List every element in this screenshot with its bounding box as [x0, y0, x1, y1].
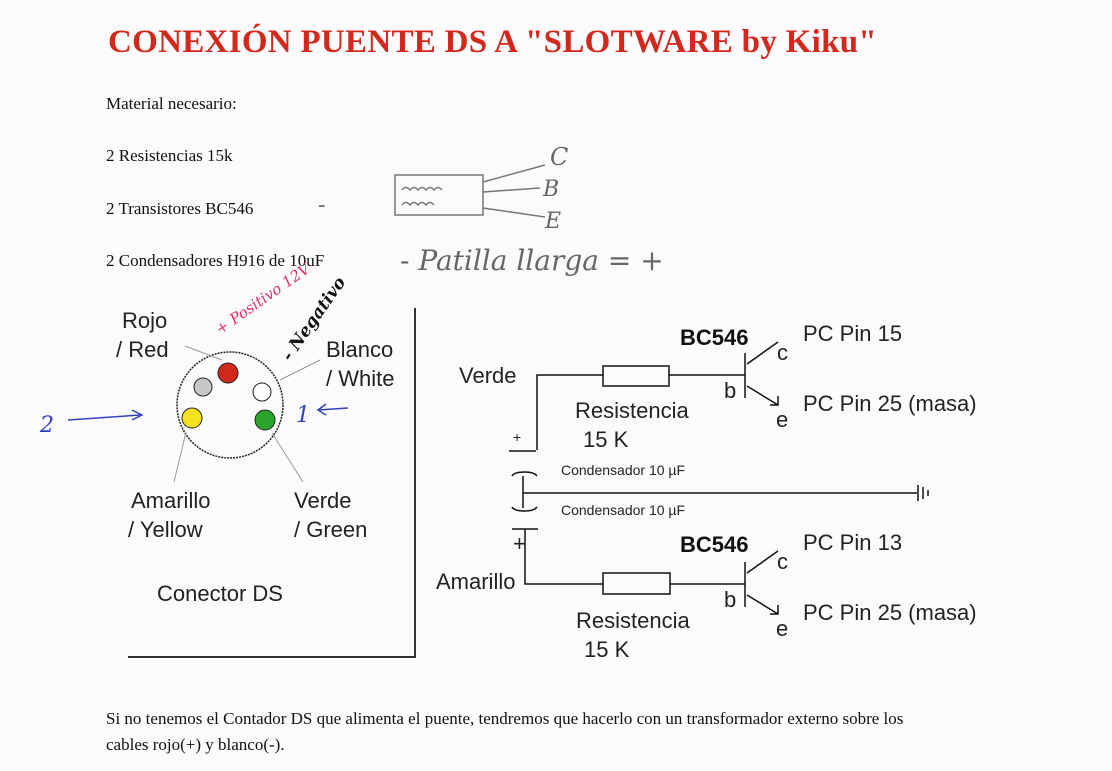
handwritten-b: B: [542, 177, 559, 202]
handwritten-dash: -: [318, 193, 325, 218]
circuit-wires: [509, 341, 929, 615]
arrow-2-icon: [67, 409, 144, 421]
footer-line: Si no tenemos el Contador DS que aliment…: [106, 709, 904, 728]
label-white-en: / White: [326, 366, 394, 391]
input-verde: Verde: [459, 363, 517, 388]
cap-bottom-plus: +: [513, 531, 526, 556]
base-b: b: [724, 378, 736, 403]
emitter-pin-top: PC Pin 25 (masa): [803, 391, 977, 416]
label-red: Rojo: [122, 308, 167, 333]
label-yellow: Amarillo: [131, 488, 210, 513]
pin-white: [252, 382, 272, 402]
connector-outline: [176, 351, 284, 459]
arrow-1-icon: [316, 403, 349, 416]
resistor-bottom-value: 15 K: [584, 637, 630, 662]
input-amarillo: Amarillo: [436, 569, 515, 594]
materials-heading: Material necesario:: [106, 94, 237, 113]
material-item: 2 Condensadores H916 de 10uF: [106, 251, 325, 270]
pin-grey: [193, 377, 213, 397]
transistor-sketch: [394, 164, 546, 218]
pin-red: [217, 362, 239, 384]
pin-green: [254, 409, 276, 431]
resistor-top-label: Resistencia: [575, 398, 689, 423]
label-yellow-en: / Yellow: [128, 517, 203, 542]
collector-pin-bottom: PC Pin 13: [803, 530, 902, 555]
resistor-bottom-label: Resistencia: [576, 608, 690, 633]
emitter-e: e: [776, 616, 788, 641]
transistor-bottom-label: BC546: [680, 532, 748, 557]
handwritten-1: 1: [296, 403, 310, 428]
label-green-en: / Green: [294, 517, 367, 542]
page-title: CONEXIÓN PUENTE DS A "SLOTWARE by Kiku": [108, 24, 878, 60]
material-item: 2 Transistores BC546: [106, 199, 254, 218]
pin-yellow: [181, 407, 203, 429]
connector-box-border: [128, 308, 416, 658]
base-b: b: [724, 587, 736, 612]
connector-label: Conector DS: [157, 581, 283, 606]
collector-c: c: [777, 340, 788, 365]
material-item: 2 Resistencias 15k: [106, 146, 233, 165]
handwritten-c: C: [550, 143, 568, 171]
collector-pin-top: PC Pin 15: [803, 321, 902, 346]
label-red-en: / Red: [116, 337, 169, 362]
handwritten-2: 2: [39, 413, 54, 438]
cap-top-label: Condensador 10 µF: [561, 462, 685, 478]
transistor-top-label: BC546: [680, 325, 748, 350]
handwritten-long-leg: - Patilla llarga = +: [400, 244, 664, 277]
cap-top-plus: +: [513, 429, 521, 445]
collector-c: c: [777, 549, 788, 574]
emitter-e: e: [776, 407, 788, 432]
footer-line: cables rojo(+) y blanco(-).: [106, 735, 285, 754]
handwritten-e: E: [544, 209, 561, 234]
emitter-pin-bottom: PC Pin 25 (masa): [803, 600, 977, 625]
resistor-top-value: 15 K: [583, 427, 629, 452]
cap-bottom-label: Condensador 10 µF: [561, 502, 685, 518]
label-green: Verde: [294, 488, 352, 513]
label-white: Blanco: [326, 337, 393, 362]
